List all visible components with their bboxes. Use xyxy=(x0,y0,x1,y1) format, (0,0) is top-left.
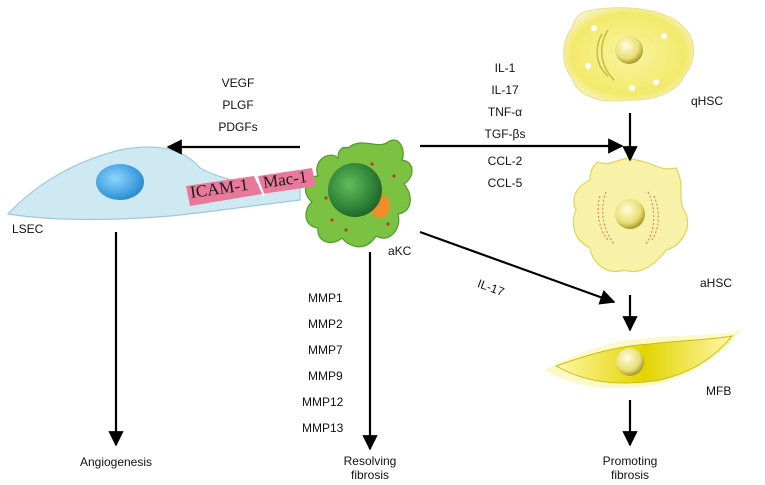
mfb-nucleus xyxy=(616,348,644,376)
qhsc-cell xyxy=(563,7,694,102)
hsc-factor: IL-17 xyxy=(491,83,519,97)
ahsc-cell xyxy=(572,158,689,273)
mac-ribbon xyxy=(258,168,316,194)
outcome-promoting-line2: fibrosis xyxy=(610,468,649,482)
akc-granule xyxy=(344,228,348,232)
mmp-item: MMP9 xyxy=(308,369,343,383)
outcome-resolving-line2: fibrosis xyxy=(350,468,389,482)
outcome-angiogenesis: Angiogenesis xyxy=(79,455,153,469)
hsc-factor: TNF-α xyxy=(487,105,523,119)
ahsc-nucleus xyxy=(615,199,645,229)
mmp-item: MMP1 xyxy=(308,291,343,305)
qhsc-lipid xyxy=(629,85,635,91)
mmp-item: MMP2 xyxy=(308,317,343,331)
ahsc-label: aHSC xyxy=(700,276,733,290)
icam-ribbon xyxy=(186,176,262,206)
mmp-item: MMP13 xyxy=(302,421,344,435)
qhsc-nucleus xyxy=(615,36,643,64)
hsc-factor: TGF-βs xyxy=(484,127,526,141)
qhsc-er xyxy=(601,29,615,81)
hsc-factor: CCL-2 xyxy=(487,154,523,168)
lsec-factor: PDGFs xyxy=(218,120,258,134)
lsec-factor: VEGF xyxy=(221,76,255,90)
akc-granule xyxy=(330,218,334,222)
akc-nucleus xyxy=(328,163,382,217)
arrow-to-mfb xyxy=(419,230,616,305)
outcome-resolving-line1: Resolving xyxy=(343,454,397,468)
akc-cell xyxy=(304,139,413,248)
akc-granule xyxy=(386,222,390,226)
qhsc-lipid xyxy=(653,79,659,85)
akc-granule xyxy=(324,196,328,200)
mfb-body xyxy=(554,335,734,384)
ribbon-divider xyxy=(255,174,265,197)
lsec-factor: PLGF xyxy=(222,98,254,112)
akc-granule xyxy=(392,174,396,178)
mfb-label: MFB xyxy=(706,384,732,398)
qhsc-lipid xyxy=(661,33,667,39)
mfb-cell xyxy=(544,330,742,389)
mmp-item: MMP12 xyxy=(302,395,344,409)
qhsc-lipid xyxy=(585,63,591,69)
qhsc-lipid xyxy=(591,25,597,31)
mmp-item: MMP7 xyxy=(308,343,343,357)
lsec-cell xyxy=(6,146,301,221)
qhsc-er xyxy=(596,33,609,77)
lsec-label: LSEC xyxy=(12,222,44,236)
akc-granule xyxy=(370,162,374,166)
hsc-factor: IL-1 xyxy=(494,61,516,75)
adhesion-band xyxy=(186,168,316,206)
lsec-nucleus xyxy=(96,164,144,200)
outcome-promoting-line1: Promoting xyxy=(602,454,658,468)
hsc-factor: CCL-5 xyxy=(487,176,523,190)
akc-label: aKC xyxy=(388,244,412,258)
qhsc-label: qHSC xyxy=(691,94,724,108)
